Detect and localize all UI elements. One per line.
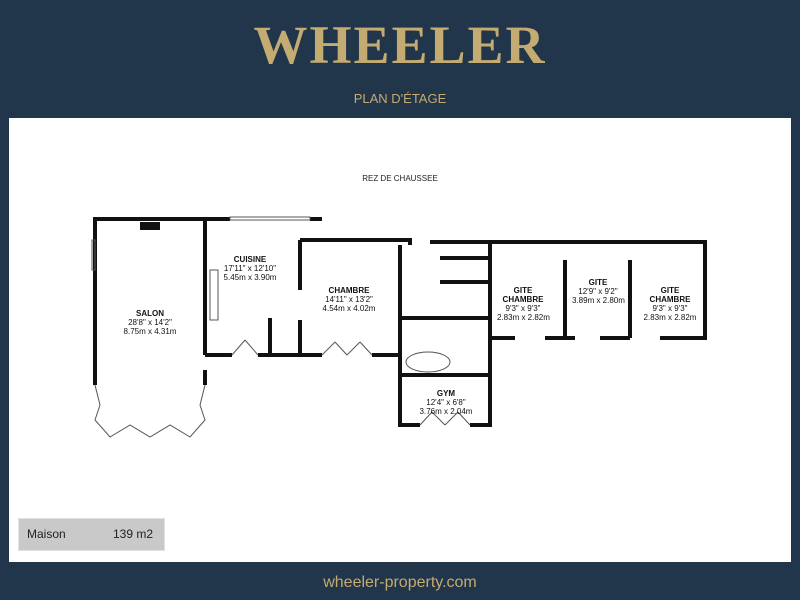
- etage-label: ETAGE: [393, 563, 407, 568]
- room-label-gite: GITE 12'9" x 9'2" 3.89m x 2.80m: [572, 278, 625, 305]
- level-label: REZ DE CHAUSSEE: [362, 174, 438, 183]
- walls: [93, 217, 707, 427]
- room-label-gym: GYM 12'4" x 6'8" 3.76m x 2.04m: [415, 389, 477, 416]
- room-name: SALON: [136, 309, 164, 318]
- room-imperial: 17'11" x 12'10": [223, 264, 277, 273]
- room-metric: 2.83m x 2.82m: [497, 313, 550, 322]
- room-imperial: 28'8" x 14'2": [128, 318, 172, 327]
- room-label-gite-chambre-2: GITE CHAMBRE 9'3" x 9'3" 2.83m x 2.82m: [642, 286, 698, 322]
- room-imperial: 12'4" x 6'8": [426, 398, 466, 407]
- room-name: GITE CHAMBRE: [649, 286, 691, 304]
- room-name: CHAMBRE: [328, 286, 370, 295]
- room-label-gite-chambre-1: GITE CHAMBRE 9'3" x 9'3" 2.83m x 2.82m: [497, 286, 550, 322]
- page-subtitle: PLAN D'ÉTAGE: [353, 91, 447, 106]
- room-label-cuisine: CUISINE 17'11" x 12'10" 5.45m x 3.90m: [219, 255, 281, 282]
- room-label-chambre: CHAMBRE 14'11" x 13'2" 4.54m x 4.02m: [318, 286, 380, 313]
- room-imperial: 12'9" x 9'2": [578, 287, 618, 296]
- fireplace-icon: [140, 222, 160, 230]
- room-imperial: 9'3" x 9'3": [505, 304, 541, 313]
- room-name: GYM: [436, 389, 456, 398]
- room-name: GITE: [588, 278, 608, 287]
- room-name: GITE CHAMBRE: [502, 286, 544, 304]
- room-metric: 8.75m x 4.31m: [123, 327, 177, 336]
- room-imperial: 14'11" x 13'2": [325, 295, 373, 304]
- room-metric: 4.54m x 4.02m: [322, 304, 376, 313]
- room-name: CUISINE: [233, 255, 267, 264]
- website-link[interactable]: wheeler-property.com: [323, 574, 477, 591]
- room-metric: 2.83m x 2.82m: [643, 313, 697, 322]
- area-value: 139 m2: [113, 527, 154, 541]
- room-metric: 3.89m x 2.80m: [572, 296, 625, 305]
- area-summary: Maison 139 m2: [18, 518, 165, 551]
- room-imperial: 9'3" x 9'3": [652, 304, 688, 313]
- doors-windows: [91, 216, 471, 438]
- brand-logo: WHEELER: [253, 15, 547, 75]
- area-label: Maison: [27, 527, 66, 541]
- room-label-salon: SALON 28'8" x 14'2" 8.75m x 4.31m: [119, 309, 181, 336]
- room-metric: 5.45m x 3.90m: [223, 273, 277, 282]
- room-metric: 3.76m x 2.04m: [419, 407, 473, 416]
